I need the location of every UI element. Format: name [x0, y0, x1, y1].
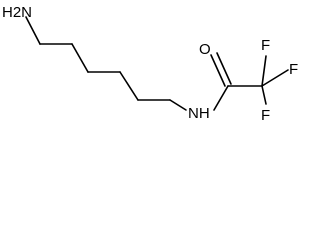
bond-n-carbonyl	[213, 85, 229, 111]
bond-carbonyl-double-2	[216, 52, 232, 85]
bond-cf3-f-top-left	[261, 55, 267, 87]
bond-c7-n	[169, 99, 187, 111]
atom-label-fluorine-top-left: F	[261, 37, 270, 54]
atom-label-carbonyl-oxygen: O	[199, 41, 211, 58]
bond-c3-c4	[71, 43, 89, 73]
atom-label-fluorine-top-right: F	[289, 61, 298, 78]
atom-label-amine: H2N	[2, 4, 32, 21]
atom-label-fluorine-bottom: F	[261, 107, 270, 124]
bond-c1-c2	[25, 16, 41, 45]
bond-cf3-f-top-right	[261, 69, 289, 87]
chemical-structure: H2N NH O F F F	[2, 4, 298, 124]
bond-c5-c6	[119, 71, 139, 101]
bond-carbonyl-double-1	[210, 54, 226, 87]
bond-cf3-f-bottom	[261, 85, 267, 105]
atom-label-amide-nitrogen: NH	[188, 105, 210, 122]
